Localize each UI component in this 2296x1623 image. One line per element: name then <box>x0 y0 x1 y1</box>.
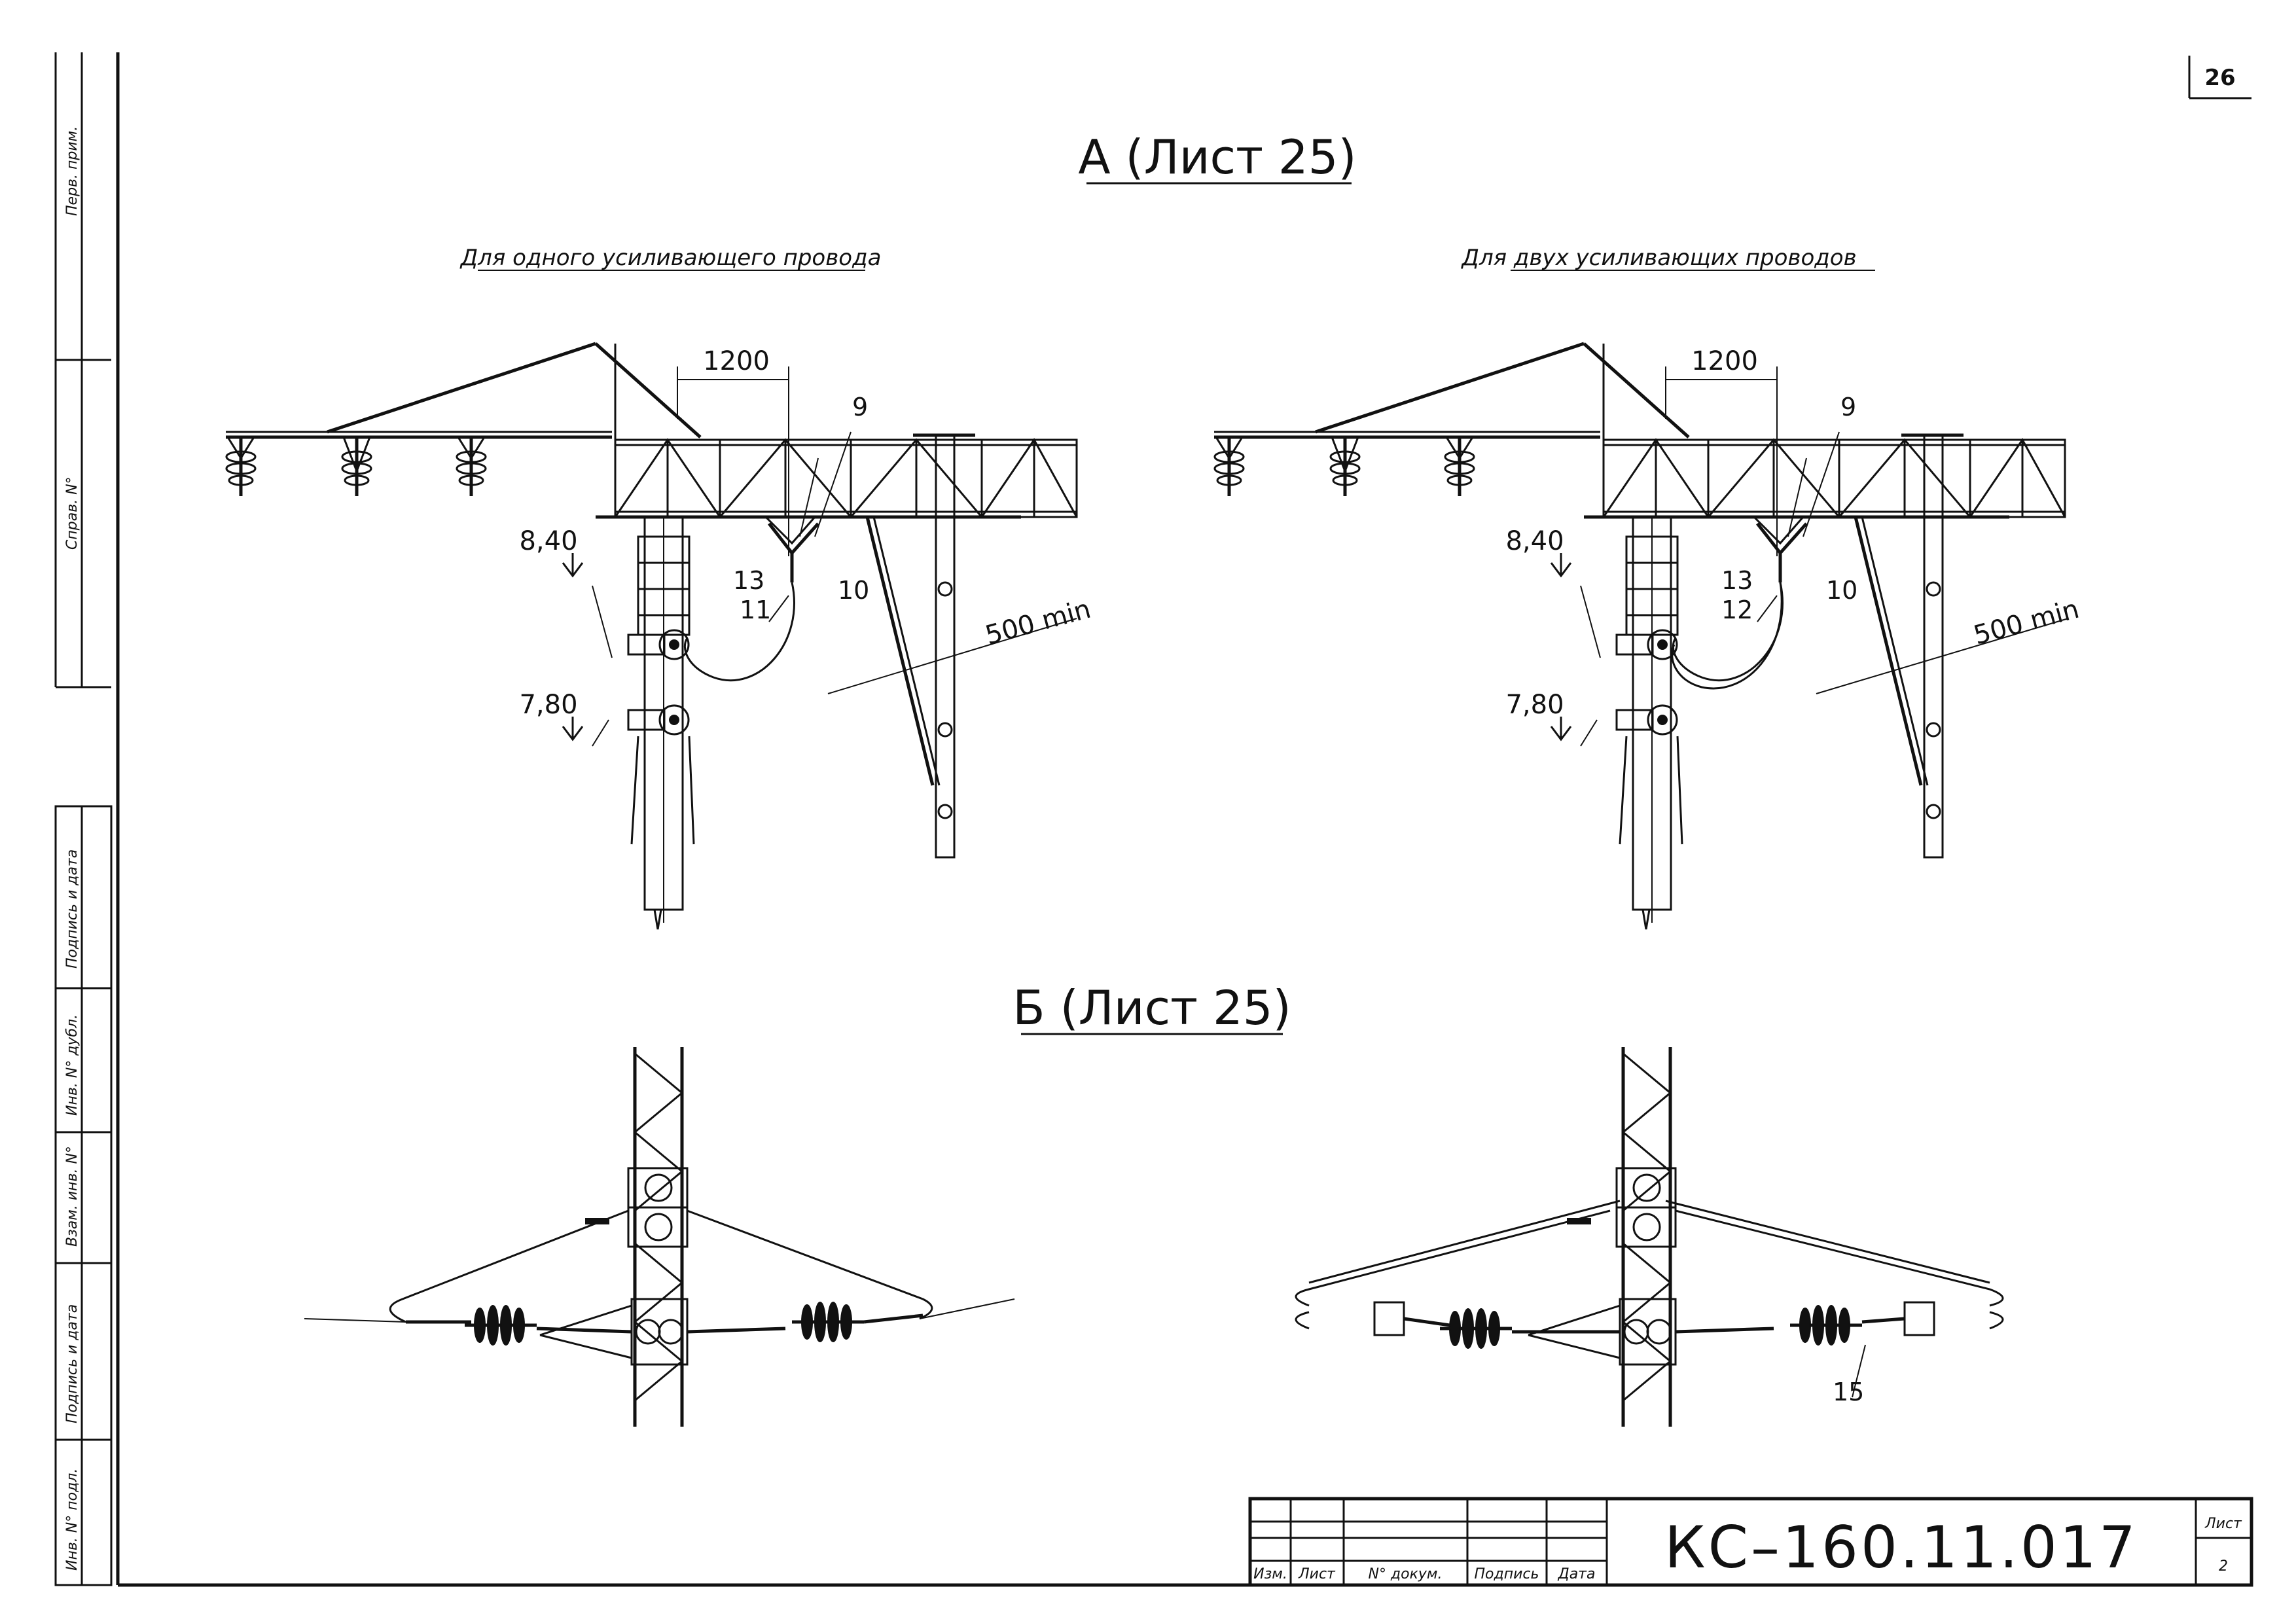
view-a-right-diagram <box>1214 344 2065 929</box>
view-a-left-diagram <box>226 344 1077 929</box>
left-callout-9: 9 <box>852 393 868 421</box>
view-b-right-diagram <box>1295 1047 2004 1427</box>
left-caption: Для одного усиливающего провода <box>459 245 882 271</box>
tb-header-doc-num: N° докум. <box>1368 1566 1442 1582</box>
right-level-upper: 8,40 <box>1505 526 1564 556</box>
side-label-sign-2: Подпись и дата <box>64 1304 81 1423</box>
side-label-inv-podl: Инв. N° подл. <box>64 1469 81 1571</box>
title-block <box>1248 1497 2253 1587</box>
tb-sheet-label: Лист <box>2204 1516 2242 1532</box>
right-callout-10: 10 <box>1826 576 1857 605</box>
side-label-sprav: Справ. N° <box>64 476 81 550</box>
tb-header-date: Дата <box>1558 1566 1596 1582</box>
view-a-left-dimensions <box>562 366 1077 747</box>
side-label-inv-dubl: Инв. N° дубл. <box>64 1014 81 1116</box>
right-level-lower: 7,80 <box>1505 690 1564 720</box>
right-dim-clearance: 500 min <box>1971 594 2083 651</box>
right-callout-13: 13 <box>1721 566 1753 595</box>
tb-header-izm: Изм. <box>1253 1566 1287 1582</box>
view-a-right-dimensions <box>1550 366 2069 747</box>
left-dim-clearance: 500 min <box>982 594 1094 651</box>
left-level-lower: 7,80 <box>519 690 577 720</box>
left-callout-13: 13 <box>733 566 764 595</box>
view-b-left-diagram <box>304 1047 1015 1427</box>
left-callout-11: 11 <box>740 596 771 624</box>
view-a-title: А (Лист 25) <box>1078 130 1356 185</box>
side-label-vzam: Взам. инв. N° <box>64 1146 81 1247</box>
side-label-perv: Перв. прим. <box>64 126 81 216</box>
tb-sheet-value: 2 <box>2219 1558 2228 1575</box>
right-callout-12: 12 <box>1721 596 1753 624</box>
right-dim-span: 1200 <box>1691 346 1758 376</box>
side-stamp <box>54 52 113 1586</box>
side-label-sign-1: Подпись и дата <box>64 849 81 969</box>
left-callout-10: 10 <box>838 576 869 605</box>
left-dim-span: 1200 <box>703 346 770 376</box>
left-level-upper: 8,40 <box>519 526 577 556</box>
right-caption: Для двух усиливающих проводов <box>1460 245 1856 271</box>
page-number: 26 <box>2204 65 2235 91</box>
tb-header-signature: Подпись <box>1475 1566 1539 1582</box>
right-plan-callout-15: 15 <box>1833 1378 1864 1406</box>
document-code: КС–160.11.017 <box>1664 1514 2138 1581</box>
tb-header-list: Лист <box>1298 1566 1336 1582</box>
view-b-title: Б (Лист 25) <box>1013 980 1291 1035</box>
right-callout-9: 9 <box>1840 393 1856 421</box>
